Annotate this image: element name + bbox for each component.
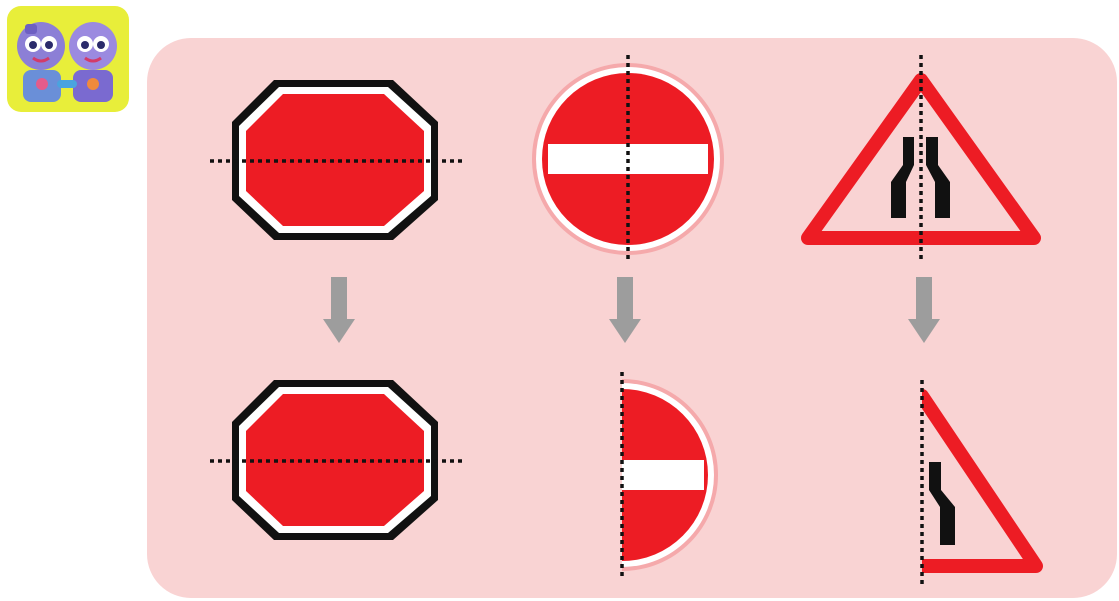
- arrow-down-icon: [908, 277, 940, 343]
- arrow-down-icon: [323, 277, 355, 343]
- stop-sign-octagon-original: [232, 80, 438, 240]
- arrow-down-icon: [609, 277, 641, 343]
- stop-sign-octagon-folded: [232, 380, 438, 540]
